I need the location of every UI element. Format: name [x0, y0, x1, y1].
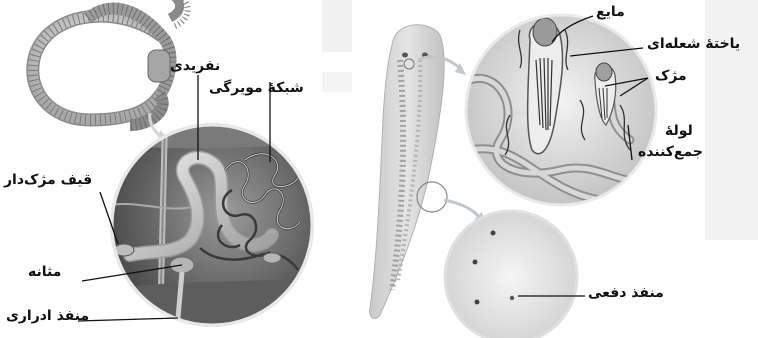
label-excretory-pore-right: منفذ دفعی: [588, 285, 664, 301]
label-cilia: مژک: [655, 68, 687, 84]
earthworm: [33, 0, 188, 125]
excretory-pore-magnified-view: [445, 211, 577, 338]
label-excretory-pore-left: منفذ ادراری: [6, 308, 89, 324]
label-nephridium: نفریدی: [170, 58, 220, 74]
label-fluid: مایع: [596, 4, 625, 20]
nephridium-magnified-view: [100, 110, 330, 338]
label-flame-cell: یاختهٔ شعله‌ای: [647, 36, 740, 52]
label-ciliated-funnel: قیف مژک‌دار: [4, 172, 92, 188]
label-bladder: مثانه: [28, 264, 61, 280]
label-collecting-tube-line2: جمع‌کننده: [638, 144, 703, 160]
pointer-arrow-bottom: [444, 200, 480, 218]
planarian: [370, 25, 447, 319]
label-collecting-tube-line1: لولهٔ: [665, 123, 693, 139]
flame-cell-magnified-view: [460, 10, 660, 210]
label-capillary-network: شبکهٔ مویرگی: [209, 80, 304, 96]
